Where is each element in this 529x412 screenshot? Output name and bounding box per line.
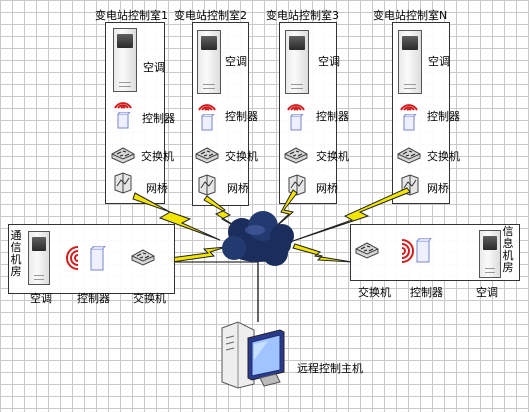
info-room-wireless-signal-icon: [401, 239, 414, 263]
station-n-ac-label: 空调: [428, 55, 450, 68]
station-n-switch-label: 交换机: [427, 150, 460, 163]
info-room-switch-label: 交换机: [358, 286, 391, 299]
host-computer-icon: [221, 321, 285, 389]
lightning-bolt-icon: [289, 187, 411, 243]
station-n-bridge-label: 网桥: [427, 182, 449, 195]
station-2-title: 变电站控制室2: [174, 9, 247, 22]
station-1-controller-label: 控制器: [142, 112, 175, 125]
comm-room-switch-label: 交换机: [133, 292, 166, 305]
station-2-bridge-icon: [198, 174, 216, 196]
info-room-controller-label: 控制器: [410, 286, 443, 299]
info-room-switch-icon: [355, 242, 379, 259]
station-3-switch-icon: [284, 147, 308, 164]
station-n-air-conditioner-icon: [398, 30, 422, 94]
station-1-bridge-label: 网桥: [146, 182, 168, 195]
station-n-title: 变电站控制室N: [373, 9, 448, 22]
station-3-controller-label: 控制器: [316, 110, 349, 123]
station-n-switch-icon: [397, 147, 421, 164]
station-1-switch-icon: [111, 147, 135, 164]
info-room-air-conditioner-icon: [479, 230, 501, 278]
station-3-controller-icon: [290, 114, 304, 131]
station-3-air-conditioner-icon: [285, 30, 309, 94]
info-room-controller-icon: [416, 238, 432, 263]
station-2-controller-label: 控制器: [225, 110, 258, 123]
comm-room-wireless-signal-icon: [66, 246, 79, 270]
station-3-ac-label: 空调: [318, 55, 340, 68]
station-2-bridge-label: 网桥: [227, 182, 249, 195]
station-2-air-conditioner-icon: [197, 30, 221, 94]
comm-room-air-conditioner-icon: [28, 231, 50, 285]
station-1-wireless-signal-icon: [114, 102, 132, 109]
station-2-switch-icon: [195, 147, 219, 164]
info-room-ac-label: 空调: [476, 286, 498, 299]
comm-room-title: 通信机房: [10, 229, 22, 278]
info-room-title: 信息机房: [502, 225, 514, 274]
station-1-bridge-icon: [114, 172, 132, 194]
station-1-controller-icon: [117, 112, 131, 129]
comm-room-switch-icon: [131, 249, 155, 266]
lightning-bolt-icon: [292, 243, 353, 263]
station-2-controller-icon: [201, 114, 215, 131]
station-1-switch-label: 交换机: [141, 150, 174, 163]
station-2-wireless-signal-icon: [198, 104, 216, 111]
station-1-title: 变电站控制室1: [95, 9, 168, 22]
lightning-bolt-icon: [132, 192, 221, 241]
station-1-ac-label: 空调: [143, 61, 165, 74]
lightning-bolt-icon: [169, 246, 227, 263]
comm-room-ac-label: 空调: [30, 292, 52, 305]
comm-room-controller-icon: [90, 246, 106, 271]
station-2-ac-label: 空调: [225, 55, 247, 68]
station-3-switch-label: 交换机: [316, 150, 349, 163]
station-3-title: 变电站控制室3: [266, 9, 339, 22]
station-3-wireless-signal-icon: [287, 104, 305, 111]
host-label: 远程控制主机: [297, 362, 363, 375]
station-3-bridge-label: 网桥: [316, 182, 338, 195]
lightning-bolt-icon: [269, 189, 298, 233]
network-cloud-icon: [222, 211, 294, 266]
station-n-wireless-signal-icon: [400, 104, 418, 111]
station-n-controller-label: 控制器: [427, 110, 460, 123]
station-2-switch-label: 交换机: [225, 150, 258, 163]
station-1-air-conditioner-icon: [113, 28, 137, 92]
comm-room-controller-label: 控制器: [77, 292, 110, 305]
station-n-controller-icon: [403, 114, 417, 131]
